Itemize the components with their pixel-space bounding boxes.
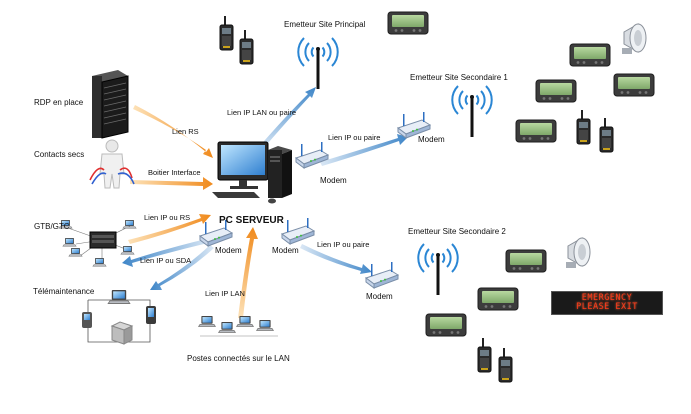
gtb-network: [58, 219, 137, 267]
rdp-rack: [92, 70, 129, 139]
radio-sec2-2: [498, 347, 513, 383]
label-ip-rs: Lien IP ou RS: [144, 213, 191, 222]
radio-sec1-2: [599, 117, 614, 153]
label-boitier: Boitier Interface: [148, 168, 201, 177]
label-modem-3: Modem: [215, 246, 242, 255]
label-ip-sda: Lien IP ou SDA: [140, 256, 192, 265]
siren-sec1: [621, 23, 647, 55]
label-site-principal: Emetteur Site Principal: [284, 20, 366, 29]
label-modem-2: Modem: [418, 135, 445, 144]
label-modem-5: Modem: [366, 292, 393, 301]
label-lien-rs: Lien RS: [172, 127, 199, 136]
label-postes: Postes connectés sur le LAN: [187, 354, 290, 363]
label-modem-1: Modem: [320, 176, 347, 185]
pager-principal: [387, 11, 429, 35]
emergency-sign-line1: EMERGENCY: [581, 293, 633, 303]
pager-sec1-4: [515, 119, 557, 143]
label-site-sec1: Emetteur Site Secondaire 1: [410, 73, 508, 82]
radio-sec2-1: [477, 337, 492, 373]
link-postes-arrow: [238, 227, 258, 318]
label-telemaintenance: Télémaintenance: [33, 287, 95, 296]
label-ip-lan: Lien IP LAN: [205, 289, 245, 298]
link-modem-sec2-arrow: [300, 244, 372, 274]
label-modem-4: Modem: [272, 246, 299, 255]
pager-sec1-3: [613, 73, 655, 97]
radio-principal-2: [239, 29, 254, 65]
label-rdp: RDP en place: [34, 98, 84, 107]
pager-sec1-2: [535, 79, 577, 103]
label-ip-paire-2: Lien IP ou paire: [317, 240, 370, 249]
link-pc-principal-arrow: [258, 87, 316, 150]
link-modem-tele-arrow: [150, 245, 214, 290]
pager-sec2-1: [505, 249, 547, 273]
modem-4-device: [281, 217, 315, 245]
label-contacts: Contacts secs: [34, 150, 85, 159]
radio-principal-1: [219, 15, 234, 51]
emergency-sign: EMERGENCY PLEASE EXIT: [551, 291, 663, 315]
pager-sec2-3: [425, 313, 467, 337]
link-gtb-arrow: [128, 214, 211, 244]
radio-sec1-1: [576, 109, 591, 145]
tele-pc: [110, 321, 134, 345]
link-modem-sec1-arrow: [320, 134, 408, 166]
postes-lan: [198, 315, 278, 337]
contacts-figure: [89, 139, 135, 189]
pager-sec2-2: [477, 287, 519, 311]
link-modem-gtb-arrow: [122, 238, 212, 267]
label-site-sec2: Emetteur Site Secondaire 2: [408, 227, 506, 236]
modem-5-device: [365, 261, 399, 289]
label-ip-lan-paire: Lien IP LAN ou paire: [227, 108, 297, 117]
label-pc-serveur: PC SERVEUR: [219, 215, 284, 226]
antenna-sec1: [451, 85, 493, 138]
label-gtb: GTB/GTC: [34, 222, 70, 231]
label-ip-paire-1: Lien IP ou paire: [328, 133, 381, 142]
tele-pda: [146, 306, 156, 324]
pager-sec1-1: [569, 43, 611, 67]
link-contacts-arrow: [130, 177, 213, 190]
antenna-sec2: [417, 243, 459, 296]
tele-handheld: [82, 312, 92, 328]
link-rdp-arrow: [133, 105, 213, 158]
siren-sec2: [565, 237, 591, 269]
pc-serveur: [212, 141, 292, 204]
tele-laptop: [107, 289, 131, 304]
emergency-sign-line2: PLEASE EXIT: [576, 302, 638, 312]
antenna-principal: [297, 37, 339, 90]
